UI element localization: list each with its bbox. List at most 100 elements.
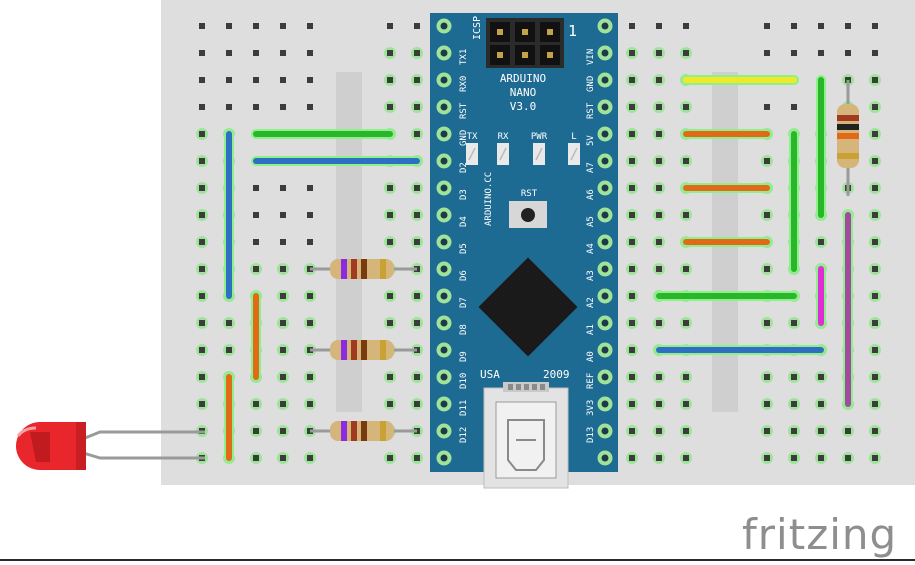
nano-pin [440,346,448,354]
breadboard-hole-socket [764,23,770,29]
led-label-tx: TX [467,132,478,142]
icsp-header [486,18,564,68]
breadboard-hole-socket [656,185,662,191]
nano-pin-label-right: A0 [586,351,596,362]
nano-pin-label-left: TX1 [459,49,469,65]
resistor [310,259,417,279]
breadboard-hole-socket [791,104,797,110]
nano-pin [440,184,448,192]
breadboard-hole-socket [683,23,689,29]
breadboard-hole-socket [387,23,393,29]
nano-pin [601,346,609,354]
nano-pin [601,319,609,327]
breadboard-hole-socket [872,266,878,272]
nano-pin [440,211,448,219]
breadboard-hole-socket [629,455,635,461]
breadboard-hole-socket [199,374,205,380]
breadboard-hole-socket [656,374,662,380]
breadboard-hole-socket [280,401,286,407]
breadboard-hole-socket [656,455,662,461]
breadboard-hole-socket [656,320,662,326]
nano-pin [440,22,448,30]
breadboard-hole-socket [629,50,635,56]
breadboard-hole-socket [280,293,286,299]
breadboard-hole-socket [387,104,393,110]
breadboard-hole-socket [656,401,662,407]
breadboard-hole-socket [629,401,635,407]
nano-pin [440,400,448,408]
breadboard-hole-socket [387,455,393,461]
breadboard-hole-socket [629,320,635,326]
breadboard-hole-socket [845,455,851,461]
breadboard-hole-socket [872,428,878,434]
nano-pin [440,238,448,246]
breadboard-hole-socket [872,131,878,137]
breadboard-hole-socket [818,374,824,380]
resistors [310,80,859,441]
reset-button-cap [521,208,535,222]
breadboard-hole-socket [307,185,313,191]
nano-pin-label-right: 5V [586,135,596,146]
nano-pin [601,400,609,408]
nano-pin [440,76,448,84]
nano-pin-label-right: A5 [586,216,596,227]
breadboard-hole-socket [629,266,635,272]
breadboard-hole-socket [307,239,313,245]
breadboard-hole-socket [764,104,770,110]
nano-pin-label-left: RX0 [459,76,469,92]
breadboard-hole-socket [683,50,689,56]
icsp-label: ICSP [472,16,483,40]
nano-pin [440,49,448,57]
breadboard-hole-socket [253,104,259,110]
nano-pin-label-left: RST [459,102,469,119]
breadboard-hole-socket [414,104,420,110]
breadboard-hole-socket [818,455,824,461]
red-led [16,422,205,470]
breadboard-hole-socket [280,104,286,110]
resistor-vertical [837,80,859,196]
nano-pin-label-right: GND [586,76,596,92]
board-website: ARDUINO.CC [484,172,494,226]
breadboard-hole-socket [683,320,689,326]
breadboard-hole-socket [280,23,286,29]
breadboard-hole-socket [683,212,689,218]
nano-pin-label-left: GND [459,130,469,146]
breadboard-hole-socket [683,428,689,434]
breadboard-hole-socket [818,50,824,56]
breadboard-hole-socket [845,50,851,56]
breadboard-hole-socket [387,374,393,380]
breadboard-hole-socket [818,23,824,29]
breadboard-hole-socket [872,455,878,461]
breadboard-hole-socket [280,428,286,434]
breadboard-hole-socket [199,320,205,326]
nano-pin-label-left: D7 [459,297,469,308]
breadboard-holes [196,23,881,464]
breadboard-hole-socket [280,347,286,353]
usa-label: USA [480,368,500,381]
nano-pin [440,130,448,138]
breadboard-hole-socket [656,77,662,83]
breadboard-hole-socket [629,158,635,164]
nano-pin-label-right: VIN [586,49,596,65]
breadboard-hole-socket [791,320,797,326]
nano-pin [601,157,609,165]
breadboard-hole-socket [629,212,635,218]
nano-pin [440,157,448,165]
breadboard-hole-socket [253,428,259,434]
resistor [310,340,417,360]
board-model: NANO [510,86,537,99]
status-leds: TX RX PWR L [466,132,580,165]
breadboard-hole-socket [387,77,393,83]
breadboard-hole-socket [199,266,205,272]
breadboard-hole-socket [845,23,851,29]
breadboard-hole-socket [280,320,286,326]
nano-pin-label-right: A2 [586,297,596,308]
nano-pin-label-left: D6 [459,270,469,281]
breadboard-hole-socket [764,428,770,434]
breadboard-hole-socket [872,158,878,164]
breadboard-hole-socket [226,23,232,29]
breadboard-hole-socket [656,239,662,245]
nano-pin-label-right: A3 [586,270,596,281]
breadboard-hole-socket [387,320,393,326]
